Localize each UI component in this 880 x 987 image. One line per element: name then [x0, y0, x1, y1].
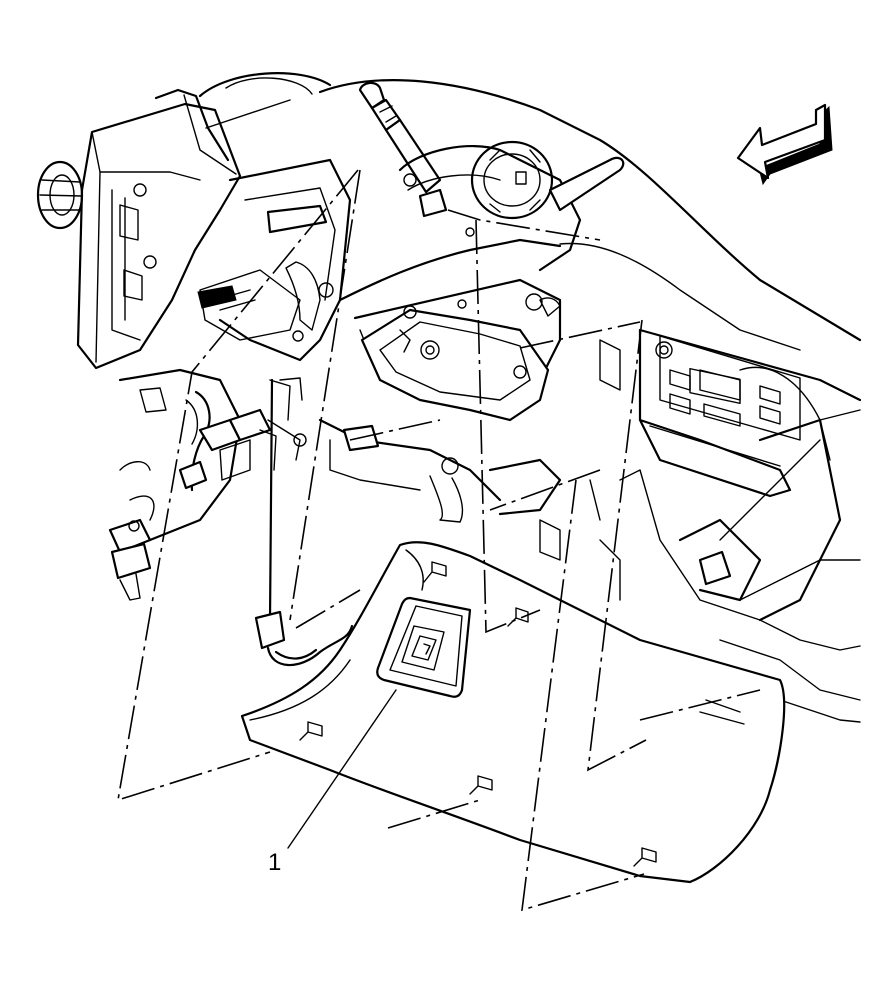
callout-1: 1 [268, 689, 397, 876]
wiring-harness [108, 368, 354, 667]
callout-label-1: 1 [268, 849, 281, 876]
radio-center-stack [599, 328, 862, 498]
switch-module [376, 596, 472, 698]
left-pillar-trim [36, 72, 332, 370]
phantom-lines [116, 169, 761, 912]
instrument-panel-structure [197, 79, 862, 422]
lower-dash-details [267, 379, 861, 723]
arrow-forward-icon [736, 103, 833, 186]
knee-bolster-panel [240, 541, 786, 884]
